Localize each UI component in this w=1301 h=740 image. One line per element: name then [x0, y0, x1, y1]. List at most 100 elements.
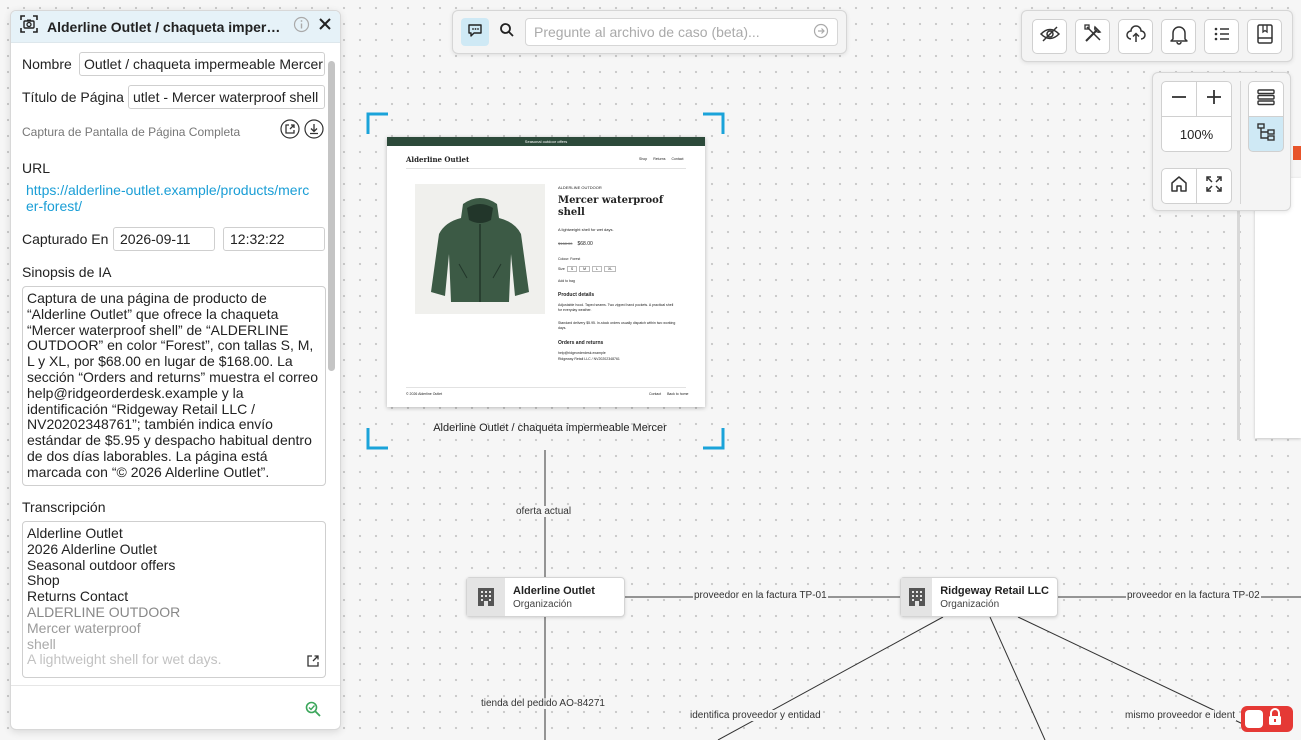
- shot-orders-heading: Orders and returns: [558, 340, 604, 346]
- zoom-out-button[interactable]: [1161, 81, 1197, 117]
- shot-product-image: [415, 184, 545, 314]
- hierarchy-icon: [1256, 122, 1276, 147]
- edge-ridgeway-left-down: [717, 616, 944, 740]
- info-button[interactable]: [293, 16, 310, 38]
- captured-date-field[interactable]: 2026-09-11: [113, 227, 215, 251]
- edge-label-invoice-2[interactable]: proveedor en la factura TP-02: [1126, 590, 1261, 601]
- edge-label-offer[interactable]: oferta actual: [515, 506, 573, 517]
- shot-details-text: Adjustable hood. Taped seams. Two zipped…: [558, 303, 674, 312]
- search-bar: Pregunte al archivo de caso (beta)...: [452, 10, 847, 54]
- home-button[interactable]: [1161, 168, 1197, 204]
- search-graph-button[interactable]: [304, 700, 322, 723]
- fit-view-button[interactable]: [1196, 168, 1232, 204]
- shot-brand: ALDERLINE OUTDOOR: [558, 185, 602, 190]
- synopsis-textarea[interactable]: Captura de una página de producto de “Al…: [22, 286, 326, 486]
- upload-button[interactable]: [1118, 18, 1153, 54]
- edge-label-order-store[interactable]: tienda del pedido AO-84271: [480, 698, 606, 709]
- transcription-line: ALDERLINE OUTDOOR: [27, 603, 181, 620]
- url-label: URL: [22, 160, 51, 176]
- shot-logo: Alderline Outlet: [406, 155, 470, 164]
- transcription-line: Seasonal outdoor offers: [27, 556, 176, 573]
- page-title-field[interactable]: utlet - Mercer waterproof shell: [128, 85, 325, 109]
- search-input[interactable]: Pregunte al archivo de caso (beta)...: [525, 18, 838, 46]
- shot-footer-left: © 2026 Alderline Outlet: [406, 392, 443, 396]
- synopsis-label: Sinopsis de IA: [22, 264, 112, 280]
- search-mode-button[interactable]: [493, 18, 521, 46]
- edge-label-identifies[interactable]: identifica proveedor y entidad: [689, 710, 822, 721]
- screenshot-thumbnail[interactable]: Seasonal outdoor offers Alderline Outlet…: [387, 137, 705, 407]
- transcription-line: shell: [27, 635, 56, 652]
- shot-tagline: A lightweight shell for wet days.: [558, 227, 614, 232]
- list-icon: [1211, 23, 1233, 50]
- close-icon: [318, 17, 332, 36]
- chat-toggle-button[interactable]: [461, 18, 489, 46]
- submit-arrow-icon[interactable]: [813, 23, 829, 42]
- captured-label: Capturado En: [22, 231, 109, 247]
- layers-icon: [1256, 87, 1276, 112]
- notebook-button[interactable]: [1247, 18, 1282, 54]
- shot-size-row: Size S M L XL: [558, 266, 617, 272]
- transcription-textarea[interactable]: Alderline Outlet 2026 Alderline Outlet S…: [22, 521, 326, 678]
- building-icon: [467, 578, 505, 616]
- node-title: Ridgeway Retail LLC: [940, 584, 1049, 597]
- transcription-line: Alderline Outlet: [27, 525, 123, 541]
- panel-header: Alderline Outlet / chaqueta imperm...: [11, 11, 340, 43]
- close-button[interactable]: [318, 17, 332, 36]
- node-type: Organización: [940, 598, 1000, 610]
- expand-transcription-button[interactable]: [306, 654, 320, 672]
- node-type: Organización: [513, 598, 572, 610]
- edge-label-invoice-1[interactable]: proveedor en la factura TP-01: [693, 590, 828, 601]
- eye-slash-icon: [1039, 23, 1061, 50]
- screenshot-icon: [19, 14, 39, 39]
- building-icon: [901, 578, 933, 616]
- edge-label-same-supplier[interactable]: mismo proveedor e ident: [1124, 710, 1237, 721]
- tools-icon: [1082, 23, 1104, 50]
- scrollbar-thumb[interactable]: [328, 61, 335, 371]
- shot-shipping-text: Standard delivery $5.95. In-stock orders…: [558, 321, 676, 330]
- list-button[interactable]: [1204, 18, 1239, 54]
- zoom-level[interactable]: 100%: [1161, 116, 1232, 152]
- layers-button[interactable]: [1248, 81, 1284, 117]
- search-graph-icon: [304, 701, 322, 722]
- panel-scrollbar[interactable]: [328, 51, 336, 691]
- top-toolbar: [1021, 10, 1293, 62]
- transcription-line: Returns Contact: [27, 588, 129, 605]
- zoom-in-button[interactable]: [1196, 81, 1232, 117]
- panel-title: Alderline Outlet / chaqueta imperm...: [47, 18, 285, 35]
- zoom-panel: 100%: [1152, 72, 1291, 211]
- search-icon: [499, 22, 515, 43]
- captured-time-field[interactable]: 12:32:22: [223, 227, 325, 251]
- expand-icon: [1204, 174, 1224, 199]
- lock-toggle[interactable]: [1241, 706, 1293, 732]
- chat-icon: [467, 22, 483, 43]
- screenshot-caption: Alderline Outlet / chaqueta impermeable …: [433, 422, 667, 434]
- edge-ridgeway-right-down: [1017, 616, 1246, 726]
- notifications-button[interactable]: [1161, 18, 1196, 54]
- page-title-label: Título de Página: [22, 89, 124, 105]
- shot-colour: Colour: Forest: [558, 257, 581, 261]
- name-field[interactable]: Outlet / chaqueta impermeable Mercer: [79, 52, 325, 76]
- tree-layout-button[interactable]: [1248, 116, 1284, 152]
- download-button[interactable]: [304, 119, 324, 144]
- shot-price-row: $168.00 $68.00: [558, 241, 593, 247]
- home-icon: [1169, 174, 1189, 199]
- node-ridgeway-retail[interactable]: Ridgeway Retail LLC Organización: [900, 577, 1058, 617]
- download-icon: [304, 119, 324, 143]
- info-icon: [293, 16, 310, 38]
- shot-banner: Seasonal outdoor offers: [387, 137, 705, 146]
- open-external-button[interactable]: [280, 119, 300, 144]
- shot-orders-id: Ridgeway Retail LLC / NV20202348761: [558, 357, 620, 361]
- hide-button[interactable]: [1032, 18, 1067, 54]
- url-link[interactable]: https://alderline-outlet.example/product…: [26, 182, 310, 214]
- details-panel: Alderline Outlet / chaqueta imperm... No…: [10, 10, 341, 730]
- tools-button[interactable]: [1075, 18, 1110, 54]
- name-label: Nombre: [22, 56, 72, 72]
- node-alderline-outlet[interactable]: Alderline Outlet Organización: [466, 577, 625, 617]
- offscreen-screenshot-node[interactable]: [1237, 140, 1301, 440]
- minus-icon: [1170, 88, 1188, 111]
- shot-product-title: Mercer waterproof shell: [558, 195, 664, 218]
- fullpage-screenshot-label: Captura de Pantalla de Página Completa: [22, 124, 241, 139]
- edge-ridgeway-down: [989, 616, 1046, 740]
